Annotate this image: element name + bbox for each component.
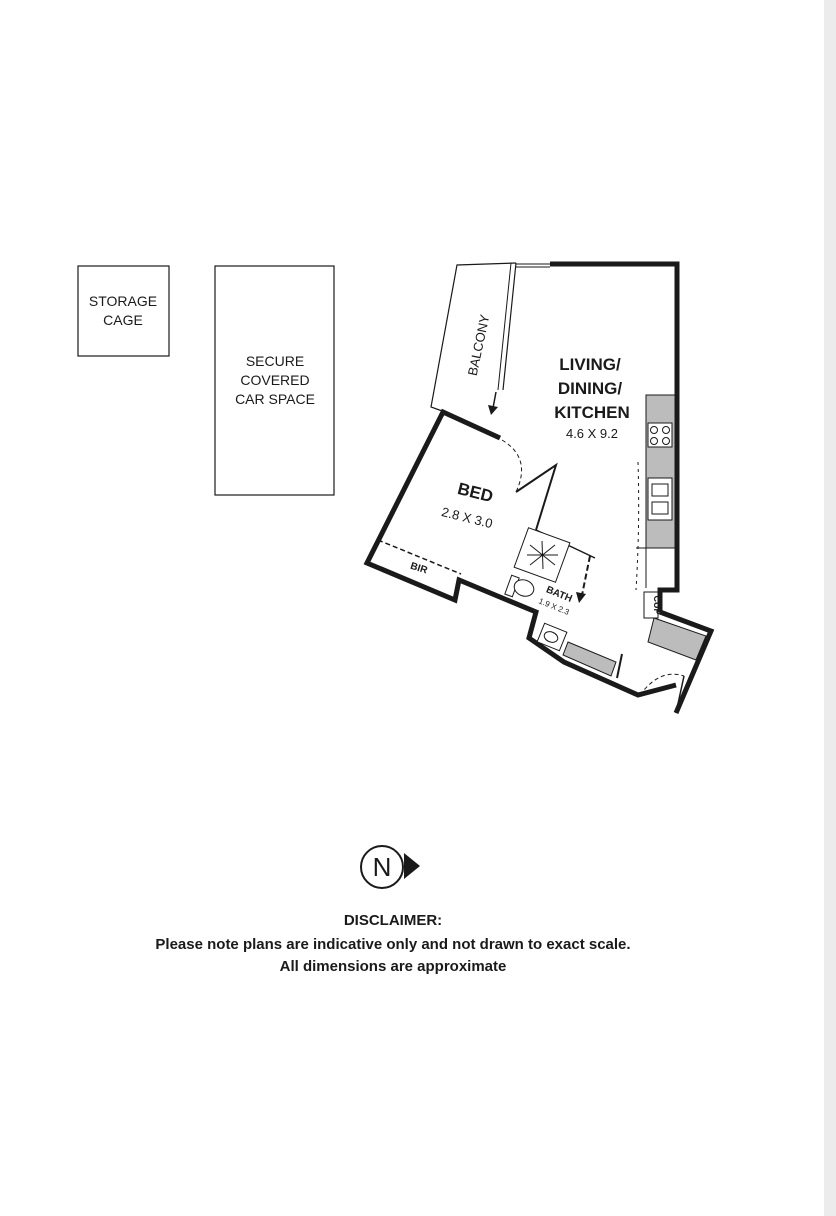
shower-drain-icon <box>527 540 558 570</box>
balcony-arrow-head <box>488 405 498 415</box>
burner <box>662 437 670 445</box>
disclaimer-title: DISCLAIMER: <box>343 912 443 929</box>
storage-cage-outline <box>77 265 170 357</box>
car-space-label-1: SECURE <box>246 353 304 369</box>
main-walls <box>363 261 715 714</box>
living-dims: 4.6 X 9.2 <box>566 426 618 441</box>
disclaimer-line-2: All dimensions are approximate <box>279 958 507 975</box>
bedroom-door-swing <box>501 439 523 493</box>
burner <box>662 426 670 434</box>
kitchen-door-swing <box>635 461 640 591</box>
entry-door-swing <box>639 673 685 696</box>
vanity-basin <box>543 631 559 643</box>
living-label-3: KITCHEN <box>554 403 630 422</box>
laundry-divider <box>616 653 623 679</box>
bir-doors <box>377 539 462 575</box>
disclaimer: DISCLAIMER: Please note plans are indica… <box>0 910 786 978</box>
entry-door-leaf <box>675 675 685 714</box>
bath-door-arrow <box>576 592 586 603</box>
balcony-outline <box>430 262 517 413</box>
kitchen-bench <box>645 394 676 549</box>
bath-sliding-door <box>581 555 591 596</box>
disclaimer-line-1: Please note plans are indicative only an… <box>155 936 631 953</box>
sink-bowl <box>651 501 669 515</box>
north-letter: N <box>360 845 404 889</box>
bed-label: BED <box>456 479 495 506</box>
storage-cage-label-1: STORAGE <box>89 293 157 309</box>
burner <box>650 426 658 434</box>
bedroom-partition <box>515 462 558 531</box>
storage-cage-label-2: CAGE <box>103 312 143 328</box>
car-space-outline <box>214 265 335 496</box>
balcony-entry-arrow <box>492 391 497 409</box>
north-arrow-icon <box>404 853 420 879</box>
page-edge-strip <box>824 0 836 1216</box>
bed-dims: 2.8 X 3.0 <box>440 504 494 531</box>
entry-storage <box>647 617 707 661</box>
vanity <box>536 622 568 652</box>
living-label-1: LIVING/ <box>559 355 621 374</box>
balcony-door-panel <box>497 262 512 391</box>
north-compass: N <box>360 845 430 895</box>
bir-label: BIR <box>409 561 430 577</box>
car-space-label-3: CAR SPACE <box>235 391 315 407</box>
cupboard <box>643 591 659 619</box>
car-space-label-2: COVERED <box>240 372 309 388</box>
sink-bowl <box>651 483 669 497</box>
balcony-door-frame <box>502 262 517 391</box>
living-label-2: DINING/ <box>558 379 623 398</box>
balcony-label: BALCONY <box>465 313 493 377</box>
burner <box>650 437 658 445</box>
laundry-counter <box>562 641 617 677</box>
toilet-bowl <box>513 579 535 597</box>
cup-label: CUP <box>652 595 662 614</box>
